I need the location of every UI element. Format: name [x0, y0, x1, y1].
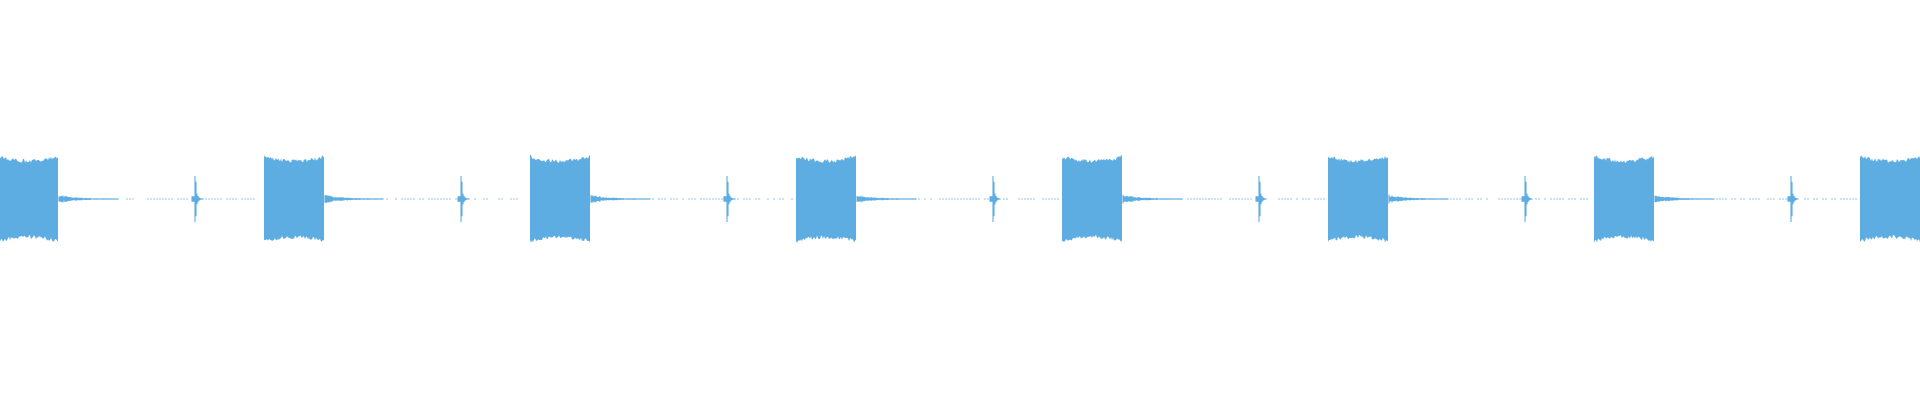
waveform-burst — [1328, 155, 1388, 243]
waveform-burst — [796, 155, 856, 243]
waveform-burst — [1594, 155, 1654, 243]
waveform-group — [0, 154, 1920, 243]
waveform-burst — [530, 154, 590, 243]
waveform-burst — [1062, 155, 1122, 242]
waveform-burst — [264, 154, 324, 242]
waveform-burst — [0, 155, 58, 242]
waveform-burst — [1860, 155, 1920, 242]
